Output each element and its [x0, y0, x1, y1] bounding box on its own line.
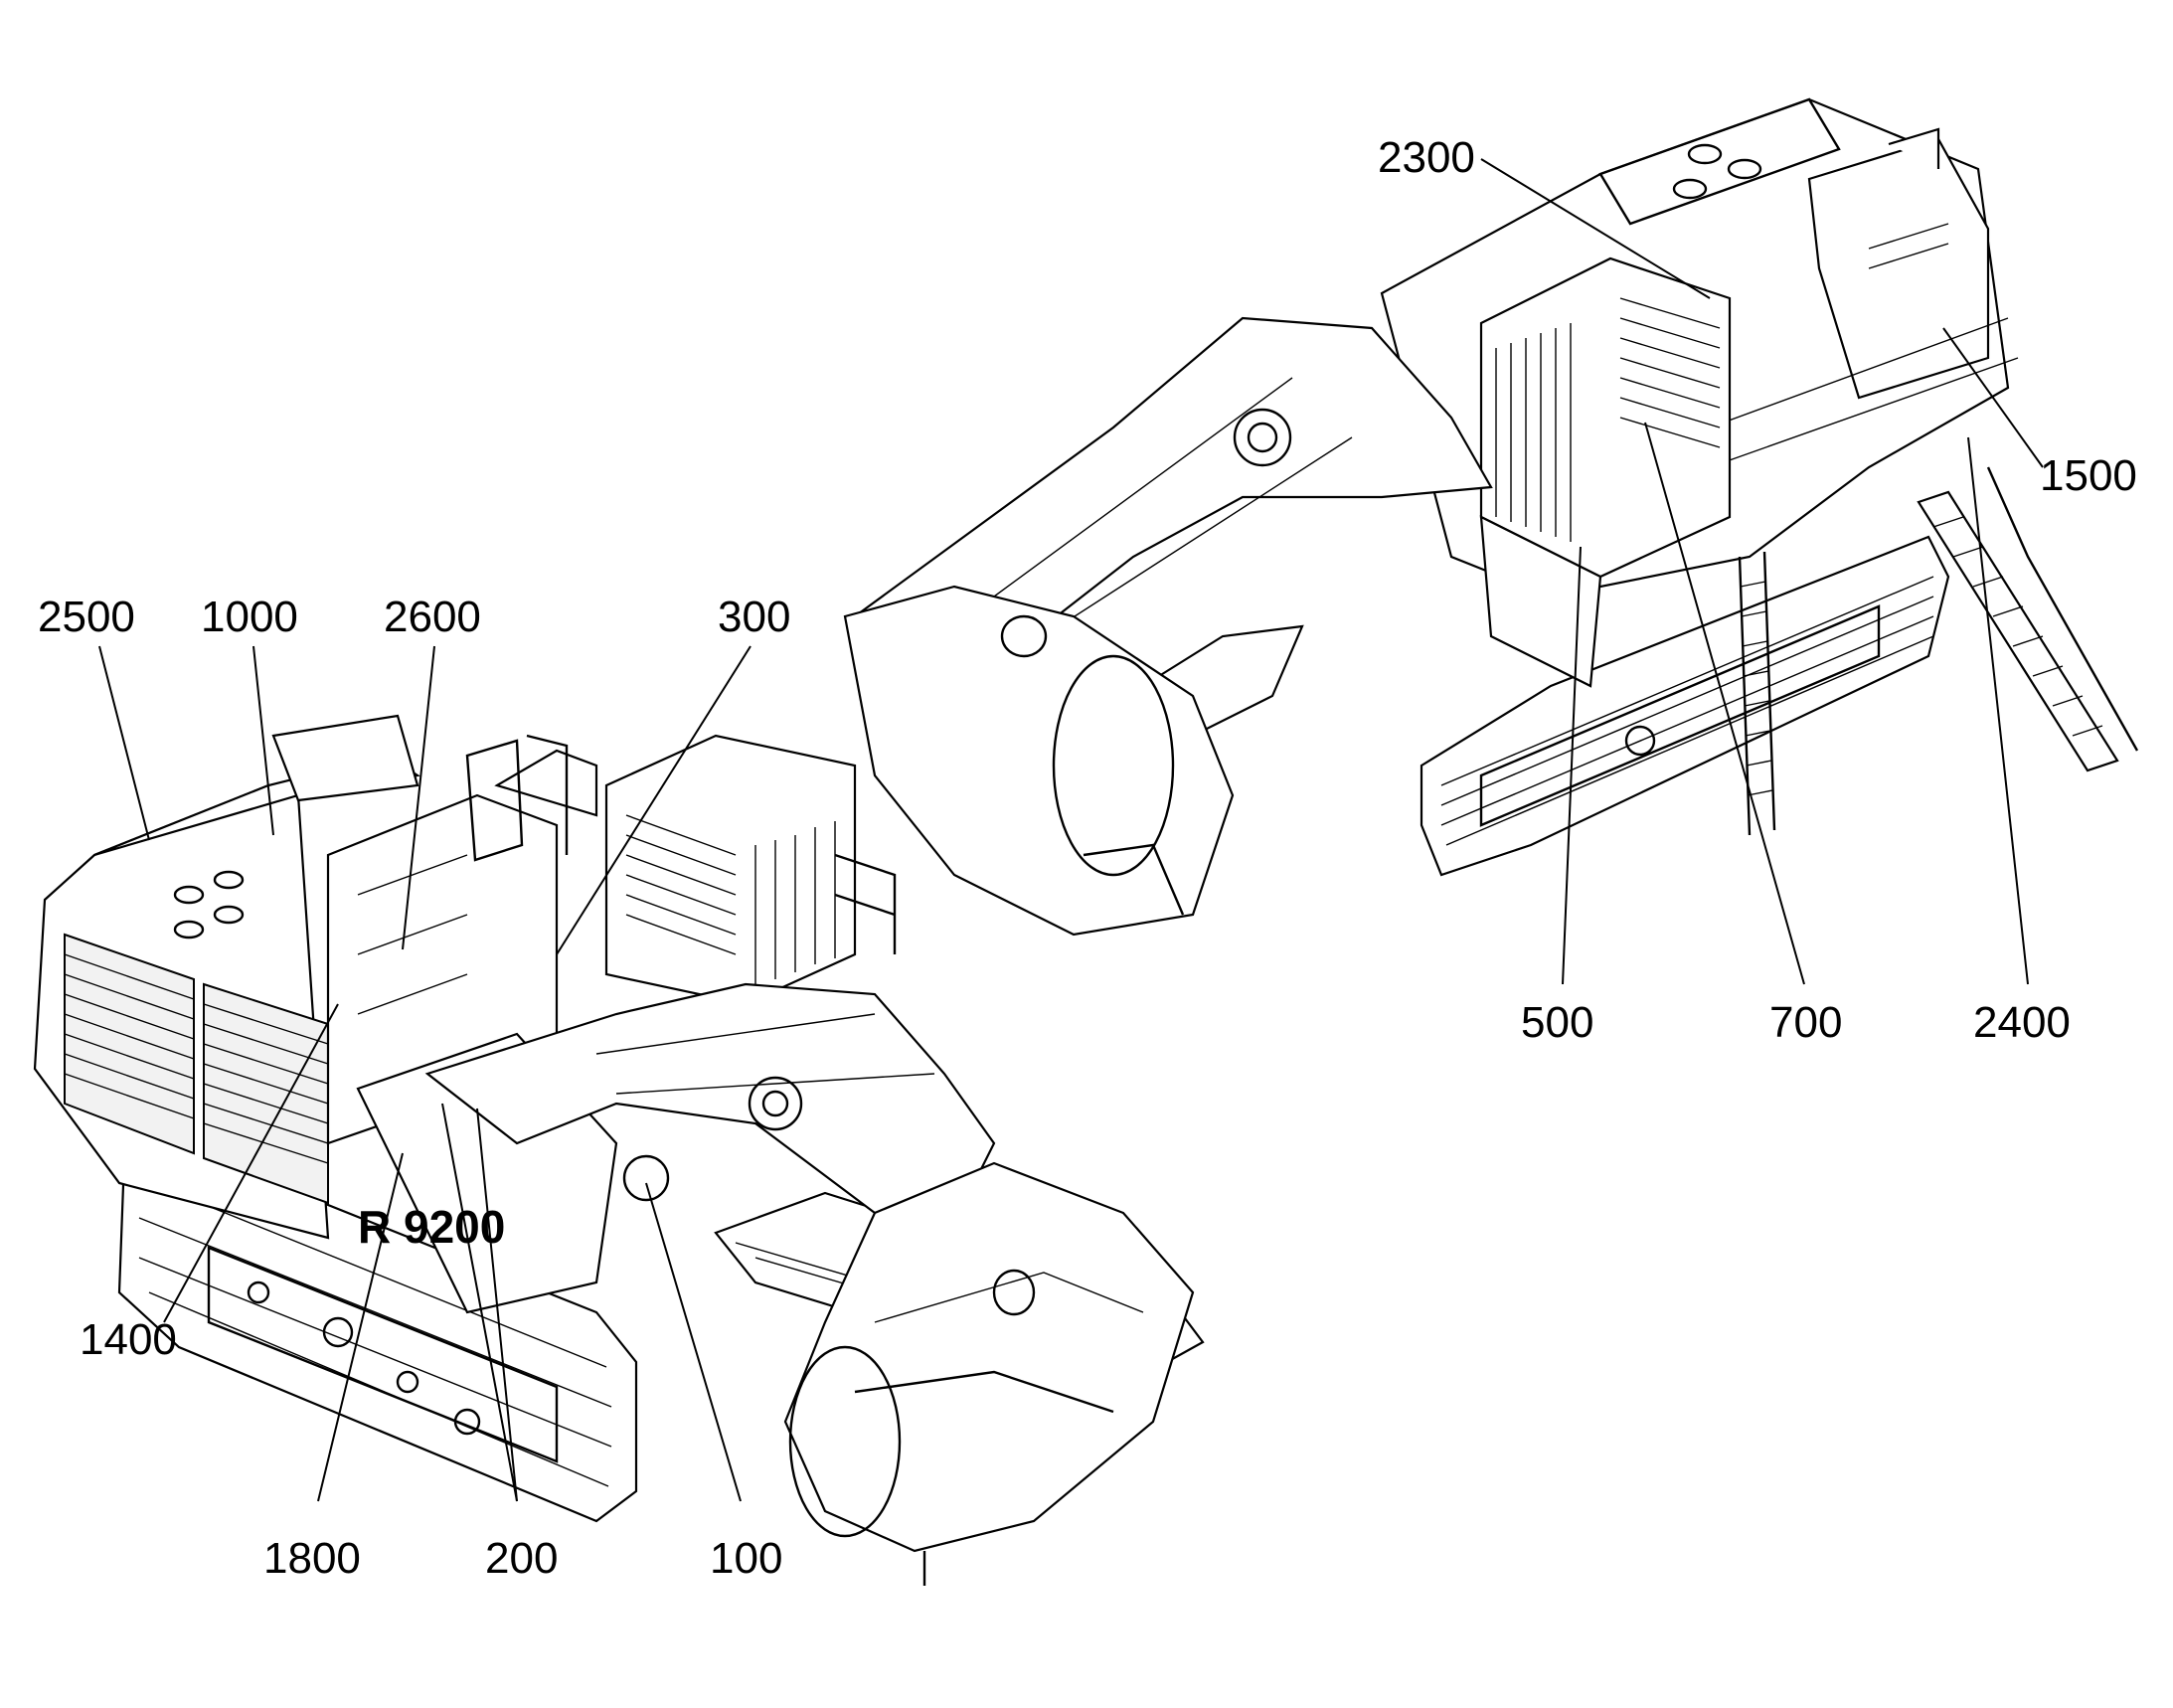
leader-100: [645, 1182, 742, 1502]
callout-2300: 2300: [1378, 133, 1475, 182]
callout-leaders: [98, 158, 2044, 1502]
leader-2600: [402, 645, 435, 950]
right-excavator-drawing: [843, 97, 2139, 937]
right-bucket: [843, 585, 1235, 937]
callout-labels: 2500 1000 2600 300 1400 1800 200 100 230…: [38, 133, 2137, 1583]
callout-1500: 1500: [2040, 451, 2137, 500]
callout-200: 200: [485, 1534, 558, 1583]
callout-1400: 1400: [80, 1315, 177, 1364]
leader-300: [556, 645, 752, 955]
callout-500: 500: [1521, 998, 1593, 1047]
leader-2500: [98, 645, 150, 841]
right-radiator-block: [1479, 256, 1732, 688]
left-bucket: [783, 1161, 1195, 1586]
callout-300: 300: [718, 593, 790, 641]
callout-1800: 1800: [263, 1534, 361, 1583]
callout-1000: 1000: [201, 593, 298, 641]
leader-700: [1644, 422, 1805, 985]
callout-2500: 2500: [38, 593, 135, 641]
leader-1500: [1942, 327, 2044, 468]
leader-1000: [252, 645, 274, 836]
left-excavator-drawing: R 9200: [33, 714, 1205, 1586]
leader-2300: [1480, 158, 1711, 299]
leader-1400: [163, 1003, 339, 1323]
leader-200-a: [441, 1103, 518, 1502]
right-access-stairway: [1917, 466, 2139, 772]
left-radiator-block: [604, 734, 897, 1006]
callout-2600: 2600: [384, 593, 481, 641]
callout-2400: 2400: [1973, 998, 2071, 1047]
leader-500: [1562, 546, 1582, 985]
machine-model-marking: R 9200: [358, 1201, 505, 1253]
leader-1800: [317, 1152, 404, 1502]
leader-200-b: [476, 1108, 518, 1502]
callout-700: 700: [1769, 998, 1842, 1047]
leader-2400: [1967, 436, 2029, 985]
callout-100: 100: [710, 1534, 782, 1583]
